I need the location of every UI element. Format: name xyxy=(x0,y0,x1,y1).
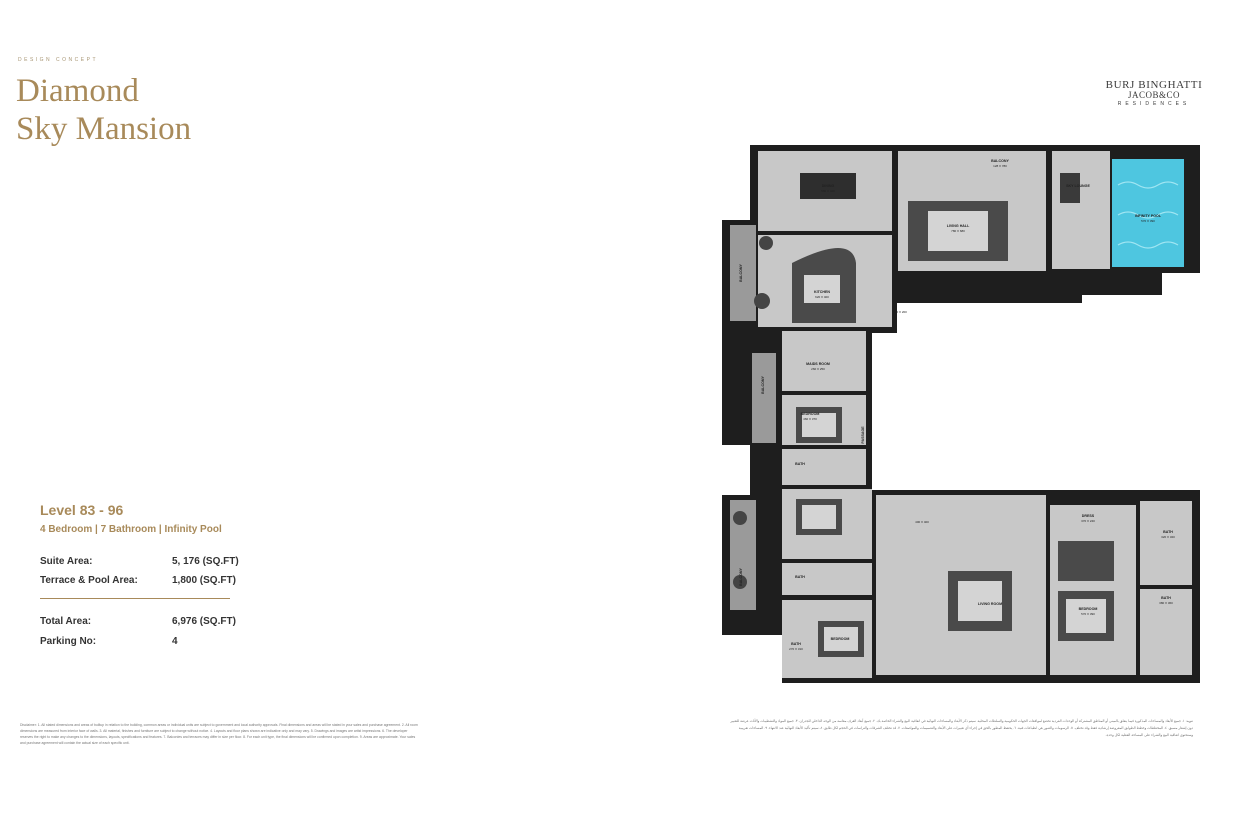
room-bedroom-2: BEDROOM xyxy=(831,637,850,641)
room-infinity-pool: INFINITY POOL xyxy=(1135,214,1162,218)
furniture xyxy=(733,173,1114,657)
room-labels: DINING 580 X 420 BALCONY 128 X 780 LIVIN… xyxy=(739,159,1175,651)
area-value: 5, 176 (SQ.FT) xyxy=(172,556,239,567)
dim-bath-5: 380 X 360 xyxy=(1159,601,1173,605)
room-bath-4: BATH xyxy=(1163,530,1173,534)
brand-logo: BURJ BINGHATTI JACOB&CO RESIDENCES xyxy=(1098,79,1210,107)
title-line-2: Sky Mansion xyxy=(16,111,192,147)
page-title: Diamond Sky Mansion xyxy=(16,72,191,148)
room-living-room: LIVING ROOM xyxy=(978,602,1002,606)
pool-ripples xyxy=(1117,181,1179,249)
room-bedroom-1: BEDROOM xyxy=(801,412,820,416)
area-value: 4 xyxy=(172,636,178,647)
area-divider xyxy=(40,598,230,599)
title-line-1: Diamond xyxy=(16,73,139,109)
room-balcony-mid: BALCONY xyxy=(761,376,765,394)
area-label: Total Area: xyxy=(40,616,92,627)
room-bath-2: BATH xyxy=(795,575,805,579)
room-maids: MAIDS ROOM xyxy=(806,362,830,366)
disclaimer-arabic: تنويه: ١. جميع الأبعاد والمساحات المذكور… xyxy=(730,719,1193,737)
room-dress: DRESS xyxy=(1082,514,1095,518)
room-dining: DINING xyxy=(822,184,835,188)
room-sky-lounge: SKY LOUNGE xyxy=(1066,184,1090,188)
dim-bath-4: 320 X 320 xyxy=(1161,535,1175,539)
dim-living-hall: 780 X 680 xyxy=(951,229,965,233)
brand-line-2: JACOB&CO xyxy=(1127,90,1180,100)
dim-balcony-top: 128 X 780 xyxy=(993,164,1007,168)
dim-maids: 260 X 250 xyxy=(811,367,825,371)
room-living-hall: LIVING HALL xyxy=(947,224,970,228)
unit-subtitle: 4 Bedroom | 7 Bathroom | Infinity Pool xyxy=(40,524,222,535)
disclaimer-english: Disclaimer: 1. All stated dimensions and… xyxy=(20,723,418,745)
dim-bedroom-master: 570 X 390 xyxy=(1081,612,1095,616)
area-label: Parking No: xyxy=(40,636,97,647)
room-bath-3: BATH xyxy=(791,642,801,646)
room-bath-5: BATH xyxy=(1161,596,1171,600)
dim-400: 400 X 400 xyxy=(915,520,929,524)
room-bath-1: BATH xyxy=(795,462,805,466)
level-heading: Level 83 - 96 xyxy=(40,502,124,518)
area-label: Terrace & Pool Area: xyxy=(40,575,138,586)
dim-infinity-pool: 570 X 390 xyxy=(1141,219,1155,223)
brand-line-3: RESIDENCES xyxy=(1117,101,1191,107)
area-value: 1,800 (SQ.FT) xyxy=(172,575,236,586)
dim-bath-3: 270 X 310 xyxy=(789,647,803,651)
dim-160: 160 X 200 xyxy=(893,310,907,314)
room-bedroom-master: BEDROOM xyxy=(1079,607,1098,611)
room-balcony-left: BALCONY xyxy=(739,264,743,282)
room-kitchen: KITCHEN xyxy=(814,290,830,294)
dim-dress: 370 X 240 xyxy=(1081,519,1095,523)
dim-bedroom-1: 460 X 370 xyxy=(803,417,817,421)
floor-plan: DINING 580 X 420 BALCONY 128 X 780 LIVIN… xyxy=(722,145,1200,683)
dim-kitchen: 620 X 400 xyxy=(815,295,829,299)
dim-dining: 580 X 420 xyxy=(821,189,835,193)
area-label: Suite Area: xyxy=(40,556,93,567)
area-value: 6,976 (SQ.FT) xyxy=(172,616,236,627)
brand-line-1: BURJ BINGHATTI xyxy=(1105,79,1203,91)
room-balcony-top: BALCONY xyxy=(991,159,1009,163)
room-balcony-low: BALCONY xyxy=(739,568,743,586)
room-passage: PASSAGE xyxy=(861,426,865,444)
eyebrow-label: DESIGN CONCEPT xyxy=(18,57,99,63)
